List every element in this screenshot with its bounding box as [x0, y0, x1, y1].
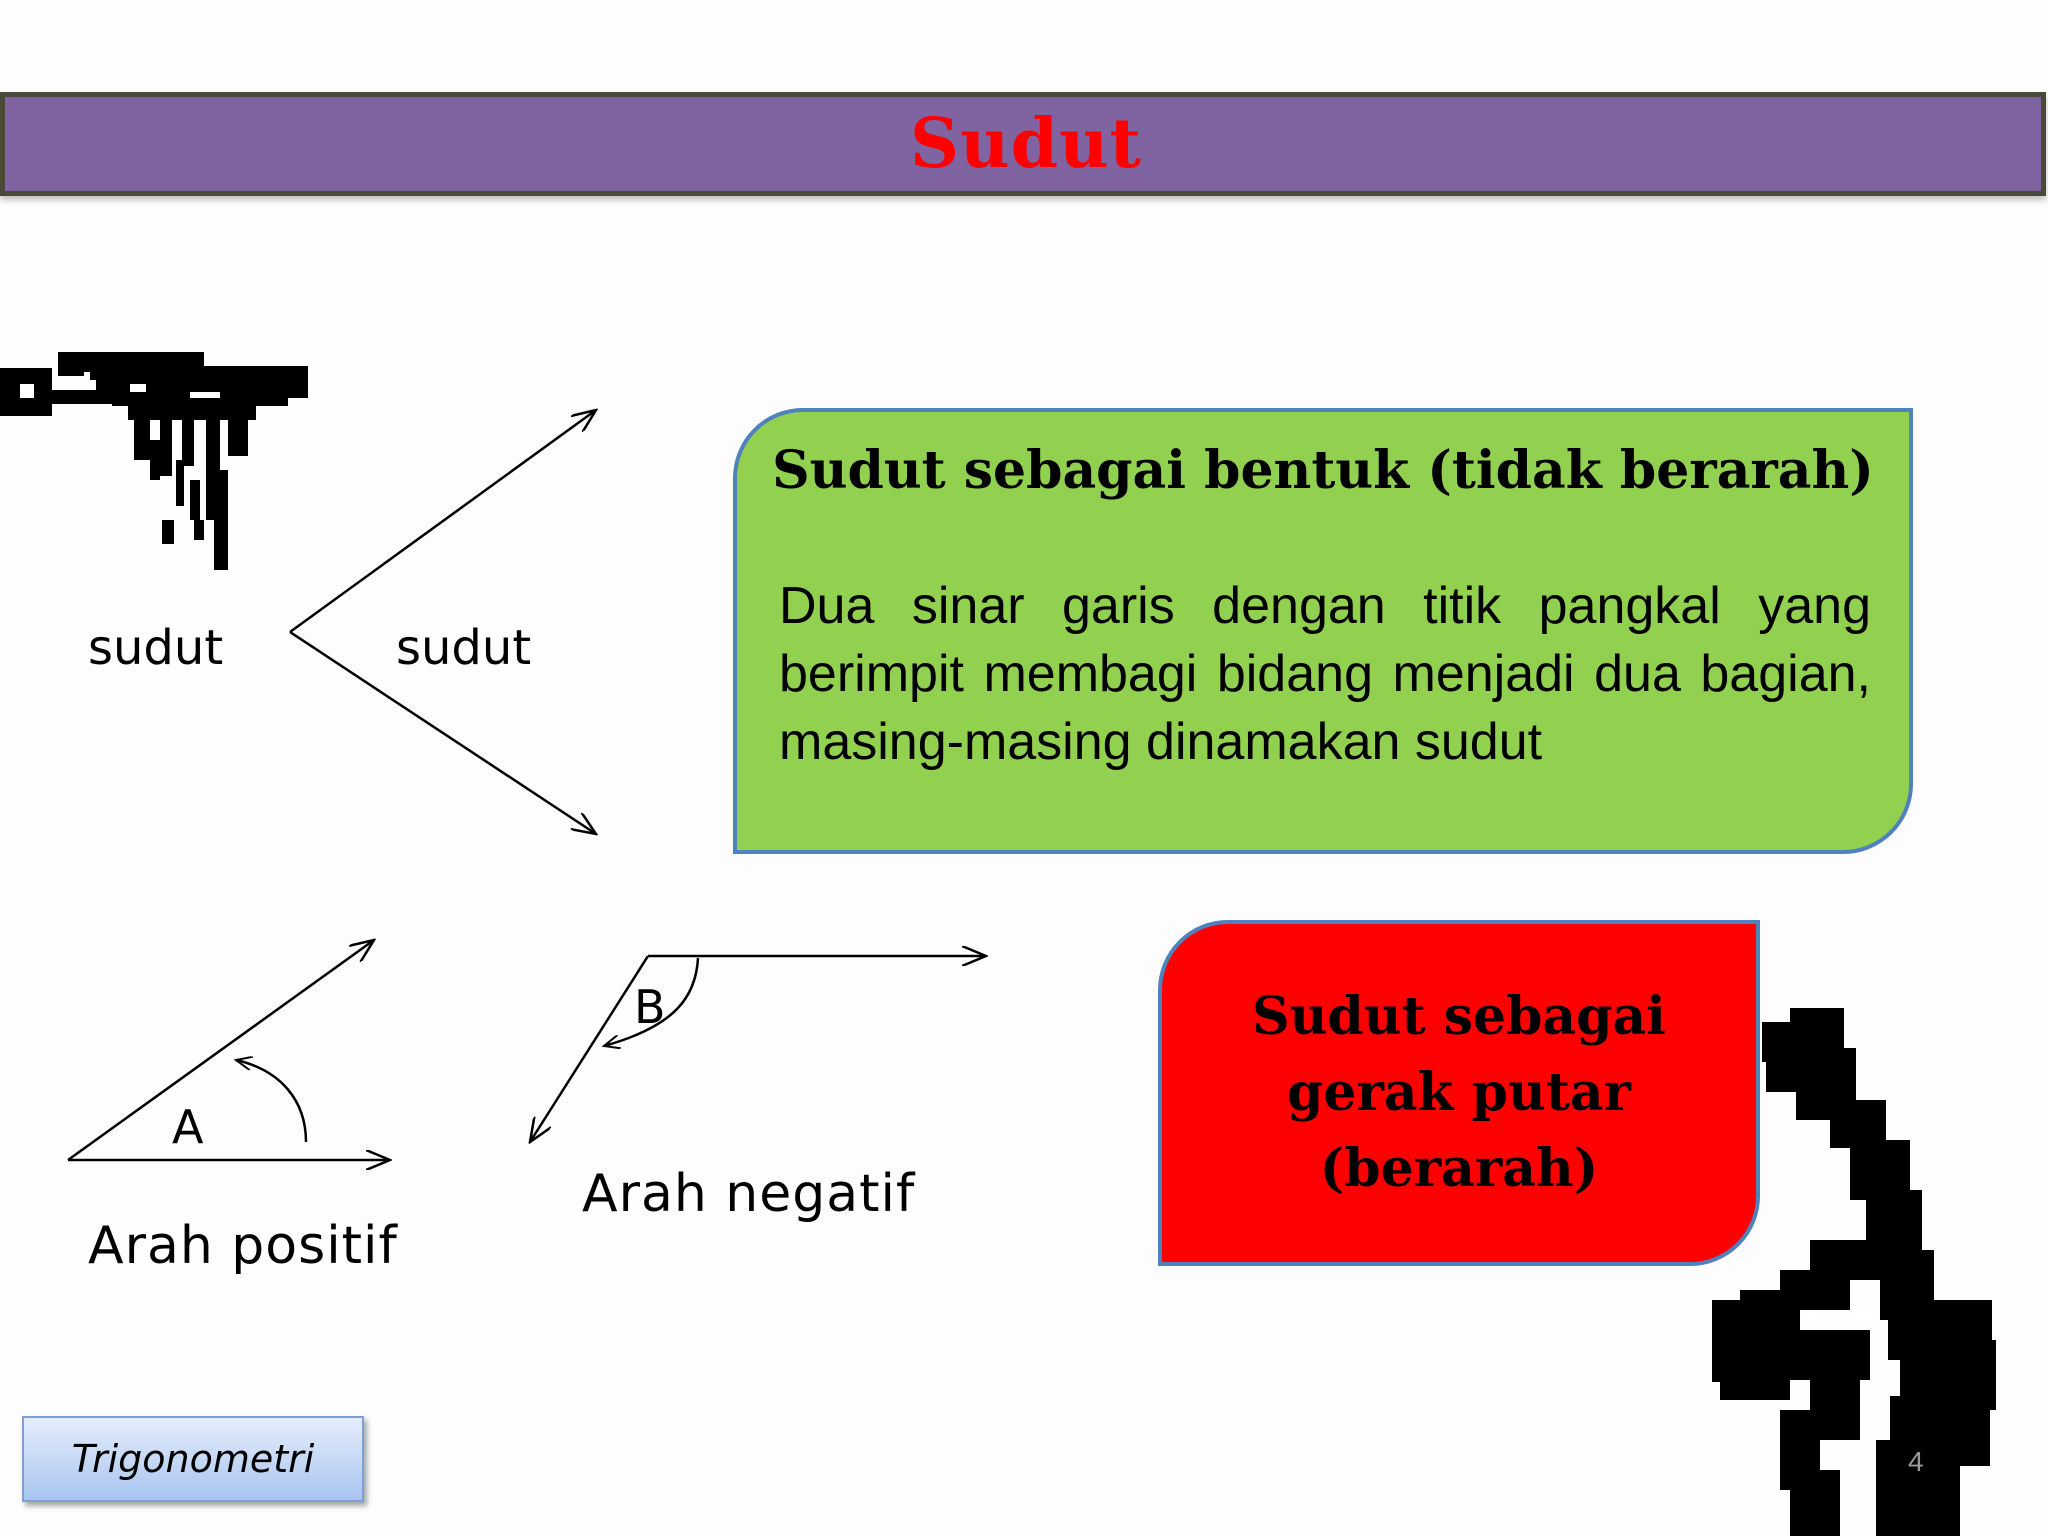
page-number: 4 — [1908, 1446, 1924, 1477]
footer-label-text: Trigonometri — [71, 1437, 315, 1481]
label-angle-a: A — [172, 1100, 204, 1154]
caption-negative: Arah negatif — [582, 1164, 916, 1224]
label-angle-b: B — [634, 980, 666, 1034]
title-bar: Sudut — [0, 92, 2046, 196]
definition-box-unsigned: Sudut sebagai bentuk (tidak berarah) Dua… — [733, 408, 1913, 854]
positive-angle-diagram — [67, 940, 390, 1160]
definition-heading: Sudut sebagai bentuk (tidak berarah) — [772, 440, 1874, 501]
label-sudut-right: sudut — [396, 620, 532, 676]
directed-angle-text: Sudut sebagai gerak putar (berarah) — [1252, 986, 1666, 1199]
basketball-player-icon — [1712, 1008, 1996, 1536]
caption-positive: Arah positif — [88, 1216, 398, 1276]
slide-title: Sudut — [910, 104, 1142, 184]
unsigned-angle-rays — [289, 410, 596, 834]
definition-body: Dua sinar garis dengan titik pangkal yan… — [779, 577, 1871, 771]
label-sudut-left: sudut — [88, 620, 224, 676]
footer-topic-label: Trigonometri — [22, 1416, 364, 1502]
definition-box-directed: Sudut sebagai gerak putar (berarah) — [1158, 920, 1760, 1266]
negative-angle-diagram — [530, 956, 986, 1142]
basketball-hoop-icon — [0, 352, 308, 570]
